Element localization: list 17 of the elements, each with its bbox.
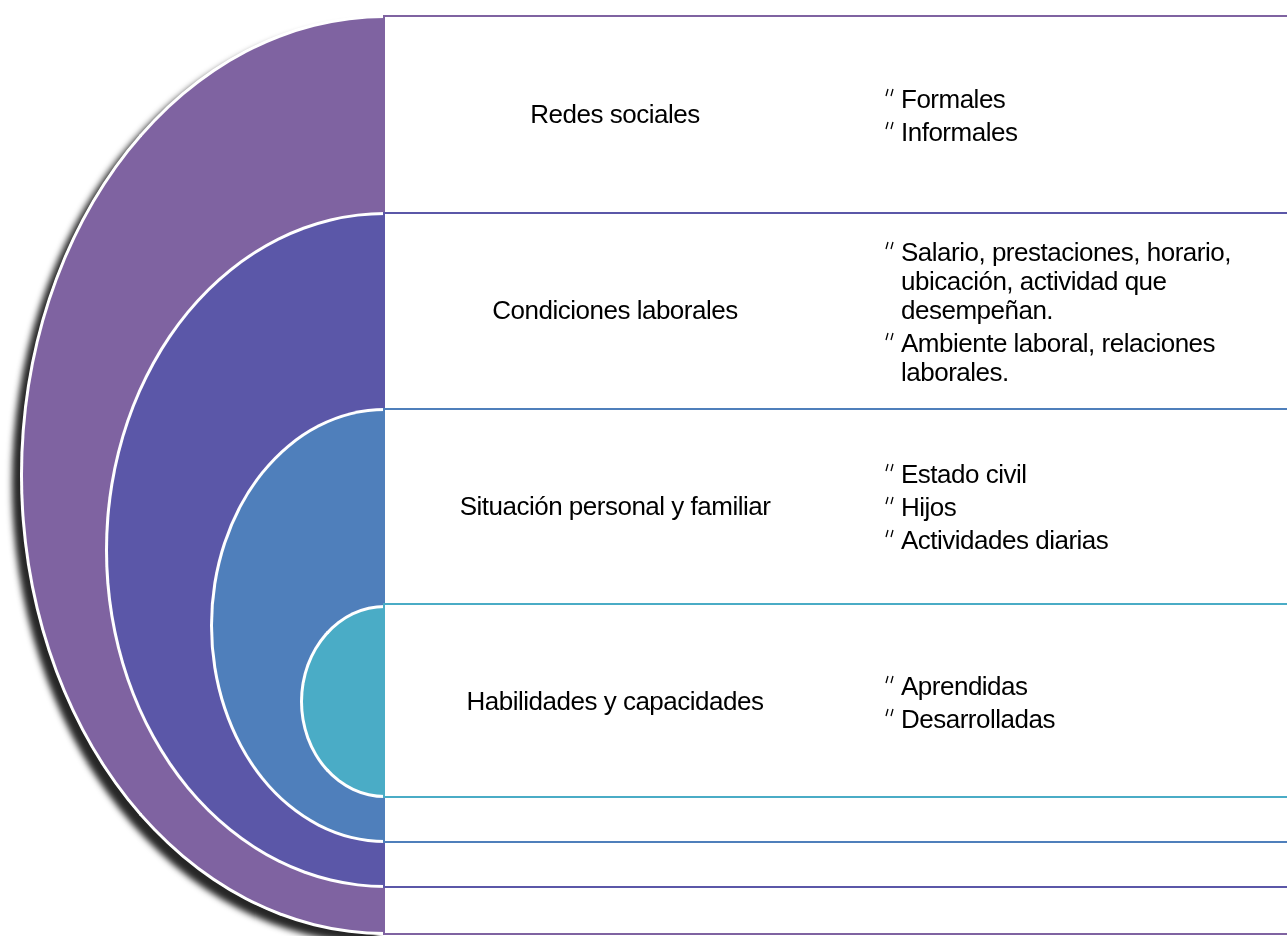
list-item: Desarrolladas bbox=[901, 704, 1055, 734]
list-item: Ambiente laboral, relaciones laborales. bbox=[901, 328, 1217, 387]
list-item: Actividades diarias bbox=[901, 526, 1109, 555]
row-panel bbox=[383, 212, 1287, 888]
list-item: Hijos bbox=[901, 493, 957, 522]
row-heading: Condiciones laborales bbox=[491, 295, 739, 326]
list-item: Informales bbox=[901, 117, 1018, 147]
list-item: Formales bbox=[901, 84, 1006, 114]
row-panel bbox=[383, 408, 1287, 843]
list-item: Aprendidas bbox=[901, 671, 1028, 701]
list-item: Estado civil bbox=[901, 460, 1027, 489]
row-panel bbox=[383, 603, 1287, 798]
row-panel bbox=[383, 15, 1287, 935]
row-heading: Redes sociales bbox=[529, 98, 701, 130]
list-item: Salario, prestaciones, horario, ubicación, actividad que desempeñan. bbox=[901, 237, 1232, 325]
row-heading: Situación personal y familiar bbox=[458, 490, 772, 522]
row-heading: Habilidades y capacidades bbox=[465, 685, 765, 717]
